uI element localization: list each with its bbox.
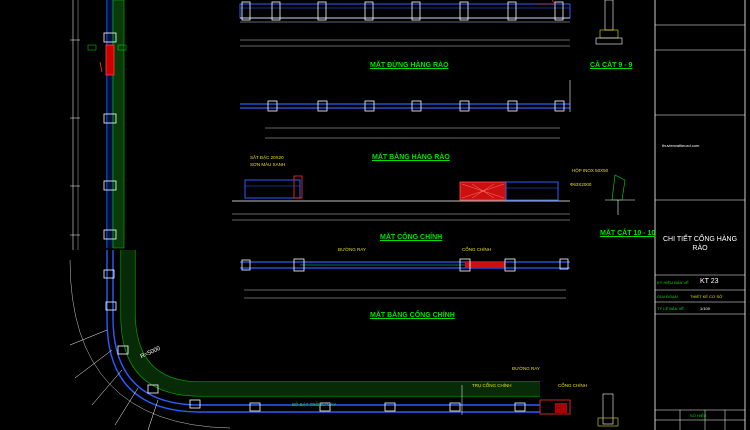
callout-gate-pillar: TRỤ CỔNG CHÍNH	[472, 383, 512, 388]
stage-value: THIẾT KẾ CƠ SỞ	[690, 294, 723, 299]
label-section-9: CẮ CẮT 9 - 9	[590, 62, 633, 69]
fence-plan	[240, 80, 571, 139]
fence-post	[459, 1, 469, 21]
left-fence-plan	[70, 0, 127, 250]
label-fence-plan: MẶT BẰNG HÀNG RÀO	[372, 154, 450, 161]
callout-plan-note: BỒ BẬT TRỒNG CÂY	[292, 402, 337, 407]
fence-post	[507, 1, 517, 21]
fence-post-plan	[507, 100, 518, 112]
stage-label: GIAI ĐOẠN	[657, 294, 678, 299]
drawing-title: CHI TIẾT CỔNG HÀNG RÀO	[662, 236, 738, 252]
label-fence-elevation: MẶT ĐỨNG HÀNG RÀO	[370, 62, 449, 69]
callout-gate-2: CỔNG CHÍNH	[558, 383, 587, 388]
title-block	[654, 0, 746, 430]
title-website: thuvienvatlieuxd.com	[662, 143, 700, 148]
fence-post-plan	[554, 100, 565, 112]
fence-post-plan	[267, 100, 278, 112]
callout-rail-2: ĐƯỜNG RAY	[512, 366, 540, 371]
fence-post	[317, 1, 327, 21]
gate-pillar-detail	[597, 393, 619, 427]
callout-box: HỘP INOX 50X50	[572, 168, 609, 173]
gate-plan	[240, 258, 570, 299]
fence-post-plan	[364, 100, 375, 112]
gate-elevation	[232, 175, 570, 221]
section-10-detail	[605, 174, 635, 215]
fence-post-plan	[459, 100, 470, 112]
fence-post	[554, 1, 564, 21]
callout-paint: SƠN MÀU XANH	[250, 162, 286, 167]
fence-post-plan	[411, 100, 422, 112]
label-gate-plan: MẶT BẰNG CỔNG CHÍNH	[370, 312, 455, 319]
callout-rail: ĐƯỜNG RAY	[338, 247, 366, 252]
fence-elevation	[239, 0, 571, 47]
label-gate-elevation: MẶT CỔNG CHÍNH	[380, 234, 443, 241]
fence-post	[364, 1, 374, 21]
drawing-code: KT 23	[700, 278, 719, 285]
callout-gate: CỔNG CHÍNH	[462, 247, 491, 252]
fence-post	[411, 1, 421, 21]
sheet-label: SỐ HIỆU	[690, 413, 707, 418]
fence-post-plan	[317, 100, 328, 112]
scale-label: TỶ LỆ BẢN VẼ	[657, 306, 684, 311]
fence-post	[271, 1, 281, 21]
label-section-10: MẶT CẮT 10 - 10	[600, 230, 656, 237]
code-label: KÝ HIỆU BẢN VẼ	[657, 280, 689, 285]
callout-steel: SẮT ĐẶC 20X20	[250, 155, 284, 160]
fence-post	[241, 1, 251, 21]
callout-pipe: Ф63X2000	[570, 182, 592, 187]
curved-fence-plan	[69, 250, 571, 430]
section-9-detail	[595, 0, 623, 45]
scale-value: 1/100	[700, 306, 711, 311]
